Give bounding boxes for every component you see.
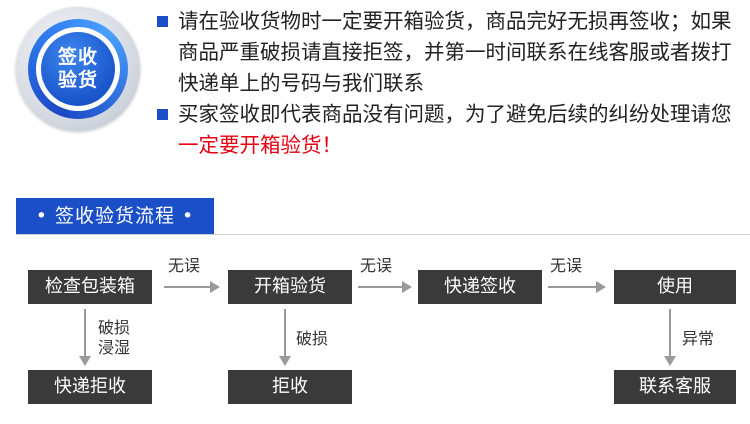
outcome-courier-reject: 快递拒收 bbox=[28, 370, 152, 404]
right-arrow-icon bbox=[548, 281, 606, 293]
step-use: 使用 bbox=[614, 270, 736, 304]
step-open-inspect: 开箱验货 bbox=[228, 270, 352, 304]
arrow-label-ok: 无误 bbox=[168, 256, 201, 275]
outcome-contact-service: 联系客服 bbox=[614, 370, 736, 404]
note-item: 买家签收即代表商品没有问题，为了避免后续的纠纷处理请您一定要开箱验货！ bbox=[156, 99, 748, 161]
section-title: • 签收验货流程 • bbox=[16, 198, 214, 234]
step-check-package: 检查包装箱 bbox=[28, 270, 152, 304]
notes-list: 请在验收货物时一定要开箱验货，商品完好无损再签收；如果商品严重破损请直接拒签，并… bbox=[156, 6, 748, 161]
down-arrow-icon bbox=[79, 309, 91, 366]
arrow-label-ok: 无误 bbox=[550, 256, 583, 275]
right-arrow-icon bbox=[358, 281, 412, 293]
arrow-label-damaged-wet: 破损 浸湿 bbox=[98, 318, 131, 357]
down-arrow-icon bbox=[664, 309, 676, 366]
note-text: 请在验收货物时一定要开箱验货，商品完好无损再签收；如果商品严重破损请直接拒签，并… bbox=[178, 9, 732, 95]
arrow-label-abnormal: 异常 bbox=[682, 329, 715, 348]
badge-line-1: 签收 bbox=[57, 46, 98, 68]
section-divider bbox=[16, 234, 750, 235]
note-highlight: 一定要开箱验货！ bbox=[178, 133, 342, 157]
arrow-label-ok: 无误 bbox=[360, 256, 393, 275]
arrow-label-damaged: 破损 bbox=[296, 329, 329, 348]
note-item: 请在验收货物时一定要开箱验货，商品完好无损再签收；如果商品严重破损请直接拒签，并… bbox=[156, 6, 748, 99]
square-bullet-icon bbox=[157, 109, 168, 120]
step-courier-sign: 快递签收 bbox=[418, 270, 542, 304]
square-bullet-icon bbox=[157, 16, 168, 27]
down-arrow-icon bbox=[279, 309, 291, 366]
badge-line-2: 验货 bbox=[57, 69, 98, 91]
sign-inspect-badge: 签收 验货 bbox=[41, 32, 115, 106]
outcome-reject: 拒收 bbox=[228, 370, 352, 404]
right-arrow-icon bbox=[164, 281, 220, 293]
note-text: 买家签收即代表商品没有问题，为了避免后续的纠纷处理请您 bbox=[178, 102, 732, 126]
